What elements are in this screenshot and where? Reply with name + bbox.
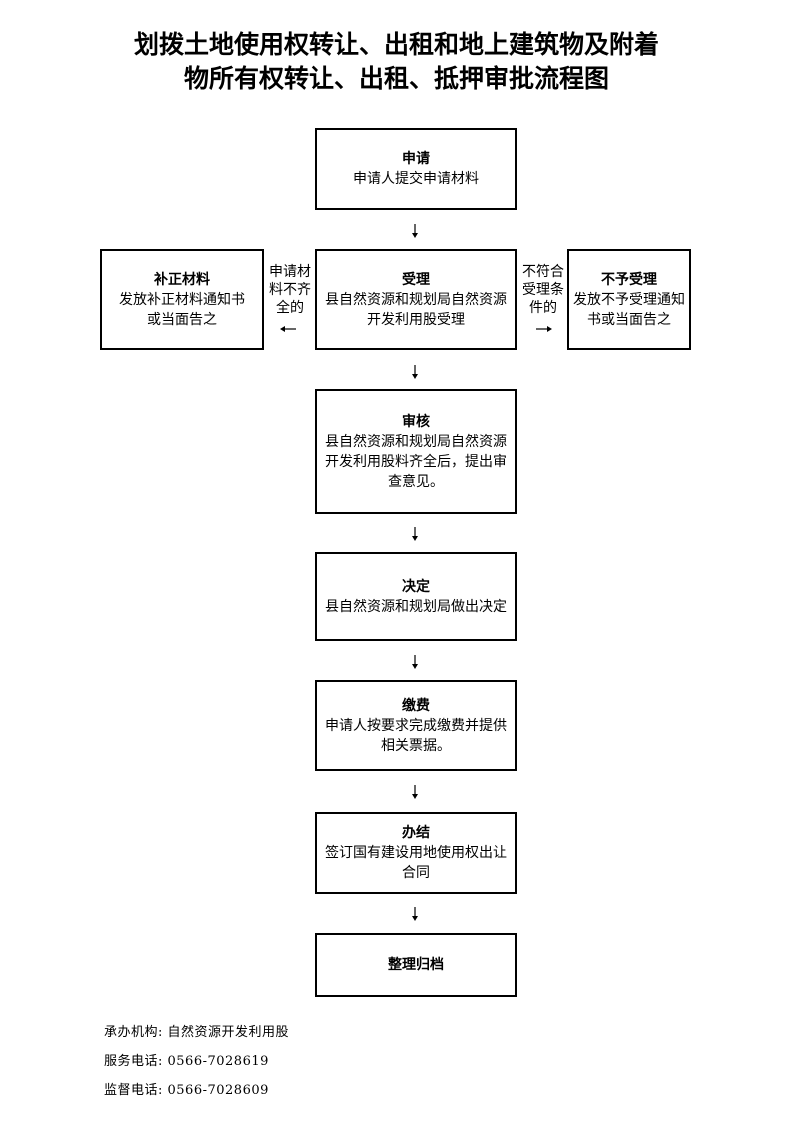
step-supplement: 补正材料 发放补正材料通知书或当面告之 (100, 249, 264, 350)
step-accept-title: 受理 (402, 271, 430, 288)
step-archive-title: 整理归档 (388, 957, 444, 973)
step-pay: 缴费 申请人按要求完成缴费并提供相关票据。 (315, 680, 517, 771)
step-finish-text: 签订国有建设用地使用权出让合同 (325, 845, 507, 881)
footer-service-phone: 服务电话: 0566-7028619 (104, 1054, 269, 1069)
step-decide-text: 县自然资源和规划局做出决定 (325, 598, 507, 615)
step-decide-title: 决定 (402, 578, 430, 595)
step-supplement-title: 补正材料 (154, 271, 210, 288)
step-review: 审核 县自然资源和规划局自然资源开发利用股料齐全后，提出审查意见。 (315, 389, 517, 514)
step-pay-title: 缴费 (402, 697, 430, 714)
step-reject-title: 不予受理 (601, 271, 657, 288)
step-accept: 受理 县自然资源和规划局自然资源开发利用股受理 (315, 249, 517, 350)
step-reject: 不予受理 发放不予受理通知书或当面告之 (567, 249, 691, 350)
step-reject-text: 发放不予受理通知书或当面告之 (573, 291, 685, 328)
step-review-title: 审核 (402, 413, 430, 430)
note-incomplete: 申请材料不齐全的 (269, 264, 311, 316)
note-not-eligible: 不符合受理条件的 (522, 264, 564, 316)
step-apply-text: 申请人提交申请材料 (353, 171, 479, 187)
step-finish-title: 办结 (402, 825, 430, 841)
footer-supervise-phone: 监督电话: 0566-7028609 (104, 1083, 269, 1098)
step-finish: 办结 签订国有建设用地使用权出让合同 (315, 812, 517, 894)
step-apply: 申请 申请人提交申请材料 (315, 128, 517, 210)
step-decide: 决定 县自然资源和规划局做出决定 (315, 552, 517, 641)
page-title-line2: 物所有权转让、出租、抵押审批流程图 (183, 64, 609, 93)
footer-org: 承办机构: 自然资源开发利用股 (104, 1025, 290, 1040)
step-archive: 整理归档 (315, 933, 517, 997)
step-supplement-text: 发放补正材料通知书或当面告之 (119, 291, 245, 328)
page-title-line1: 划拨土地使用权转让、出租和地上建筑物及附着 (133, 30, 659, 59)
step-review-text: 县自然资源和规划局自然资源开发利用股料齐全后，提出审查意见。 (325, 433, 507, 490)
step-pay-text: 申请人按要求完成缴费并提供相关票据。 (325, 717, 507, 754)
step-accept-text: 县自然资源和规划局自然资源开发利用股受理 (325, 291, 507, 328)
step-apply-title: 申请 (402, 151, 430, 167)
